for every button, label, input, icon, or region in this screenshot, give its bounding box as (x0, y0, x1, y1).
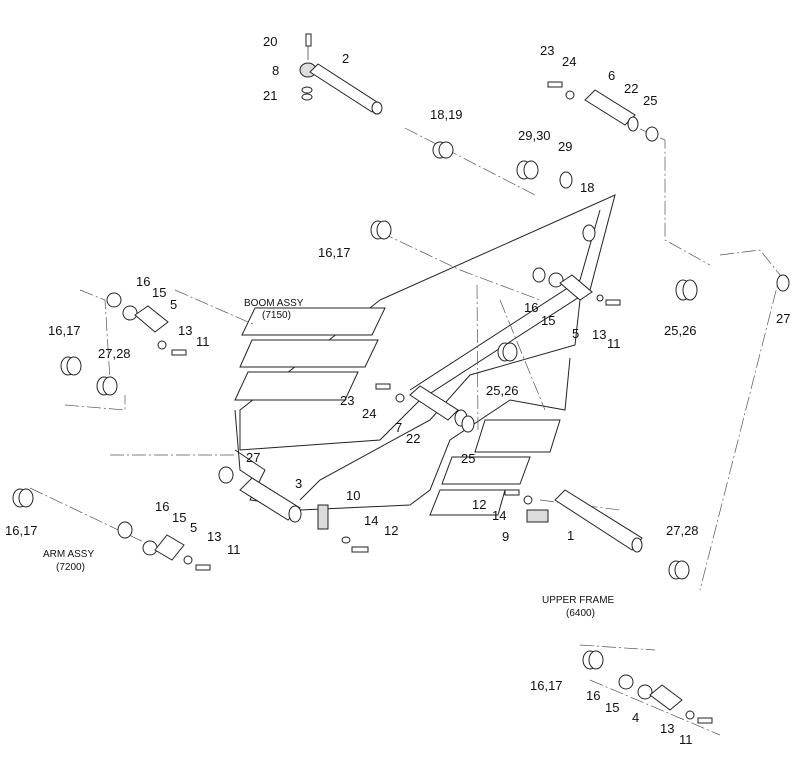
main-pin-1 (526, 489, 643, 553)
pin-group-top-left (299, 33, 383, 115)
callout-15-a: 15 (541, 313, 555, 328)
shims (12, 141, 790, 670)
callout-15-d: 15 (605, 700, 619, 715)
callout-27-28-b: 27,28 (666, 523, 699, 538)
callout-14-a: 14 (364, 513, 378, 528)
pin-group-lower (239, 477, 533, 553)
callout-4: 4 (632, 710, 639, 725)
callout-13-c: 13 (207, 529, 221, 544)
pin-group-center (375, 383, 475, 433)
callout-18: 18 (580, 180, 594, 195)
callout-16-d: 16 (586, 688, 600, 703)
upper-frame-code: (6400) (566, 608, 595, 619)
callout-18-19: 18,19 (430, 107, 463, 122)
upper-frame-label: UPPER FRAME (542, 595, 615, 606)
callout-11-b: 11 (196, 334, 210, 349)
callout-27-a: 27 (776, 311, 790, 326)
arm-assy-label: ARM ASSY (43, 549, 94, 560)
callout-11-c: 11 (227, 542, 241, 557)
callout-29: 29 (558, 139, 572, 154)
callout-27-28-a: 27,28 (98, 346, 131, 361)
callout-12-b: 12 (472, 497, 486, 512)
callout-16-b: 16 (136, 274, 150, 289)
callout-16-17-c: 16,17 (5, 523, 38, 538)
callout-24: 24 (562, 54, 576, 69)
callout-5-a: 5 (572, 326, 579, 341)
callout-5-c: 5 (190, 520, 197, 535)
callout-22-b: 22 (406, 431, 420, 446)
callout-1: 1 (567, 528, 574, 543)
boom-panel (234, 194, 616, 516)
callout-6: 6 (608, 68, 615, 83)
callout-12-a: 12 (384, 523, 398, 538)
callout-25-26-a: 25,26 (664, 323, 697, 338)
pin-set-arm (117, 521, 211, 571)
callout-3: 3 (295, 476, 302, 491)
callout-25-26-b: 25,26 (486, 383, 519, 398)
pin-set-bottom-right (618, 674, 713, 724)
callout-23-b: 23 (340, 393, 354, 408)
callout-11-d: 11 (679, 732, 693, 747)
callout-25: 25 (643, 93, 657, 108)
callout-23: 23 (540, 43, 554, 58)
boom-assy-label: BOOM ASSY (244, 298, 304, 309)
callout-9: 9 (502, 529, 509, 544)
callout-16-c: 16 (155, 499, 169, 514)
callout-22: 22 (624, 81, 638, 96)
callout-16-17-d: 16,17 (530, 678, 563, 693)
callout-13-b: 13 (178, 323, 192, 338)
assembly-labels: BOOM ASSY (7150) ARM ASSY (7200) UPPER F… (43, 298, 615, 619)
callout-16-17-b: 16,17 (48, 323, 81, 338)
pin-set-left (106, 292, 187, 356)
callout-7: 7 (395, 420, 402, 435)
callout-29-30: 29,30 (518, 128, 551, 143)
callout-14-b: 14 (492, 508, 506, 523)
boom-assy-code: (7150) (262, 310, 291, 321)
callout-8: 8 (272, 63, 279, 78)
callout-10: 10 (346, 488, 360, 503)
callout-20: 20 (263, 34, 277, 49)
callout-21: 21 (263, 88, 277, 103)
callouts: 20 8 2 21 23 24 6 22 25 18,19 29,30 29 1… (5, 34, 790, 747)
callout-27-b: 27 (246, 450, 260, 465)
callout-2: 2 (342, 51, 349, 66)
callout-16-a: 16 (524, 300, 538, 315)
pin-group-top-right (547, 81, 659, 142)
callout-16-17-a: 16,17 (318, 245, 351, 260)
callout-25-b: 25 (461, 451, 475, 466)
pin-set-boom-right (532, 267, 621, 306)
callout-15-b: 15 (152, 285, 166, 300)
callout-15-c: 15 (172, 510, 186, 525)
arm-assy-code: (7200) (56, 562, 85, 573)
callout-5-b: 5 (170, 297, 177, 312)
callout-24-b: 24 (362, 406, 376, 421)
leader-lines (29, 119, 781, 736)
callout-11-a: 11 (607, 336, 621, 351)
callout-13-d: 13 (660, 721, 674, 736)
callout-13-a: 13 (592, 327, 606, 342)
